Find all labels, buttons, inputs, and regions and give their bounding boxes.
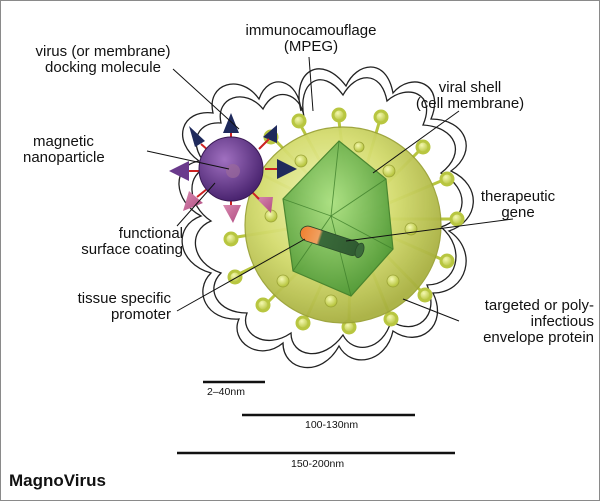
- figure-title: MagnoVirus: [9, 471, 106, 490]
- therapeutic-gene-cylinder: [299, 225, 365, 259]
- shell-surface-knobs: [264, 141, 418, 308]
- label-therapeutic-gene: therapeutic gene: [480, 188, 556, 221]
- label-tissue-specific-promoter: tissue specific promoter: [77, 290, 171, 323]
- label-envelope-protein: targeted or poly- infectious envelope pr…: [483, 297, 594, 346]
- magnetic-nanoparticle-group: [169, 113, 297, 223]
- immunocamouflage-outline: [178, 66, 474, 369]
- docking-arrows: [169, 113, 297, 223]
- label-viral-shell: viral shell (cell membrane): [415, 79, 525, 112]
- capsid: [282, 140, 394, 297]
- scale-label-small: 2–40nm: [207, 386, 245, 398]
- label-magnetic-nanoparticle: magnetic nanoparticle: [23, 133, 105, 166]
- label-immunocamouflage: immunocamouflage (MPEG): [245, 22, 377, 55]
- scale-label-large: 150-200nm: [291, 458, 345, 470]
- scale-bars: [177, 380, 455, 455]
- scale-label-medium: 100-130nm: [305, 419, 359, 431]
- leader-lines: [146, 56, 514, 322]
- label-docking-molecule: virus (or membrane) docking molecule: [35, 43, 171, 76]
- label-functional-surface-coating: functional surface coating: [81, 225, 183, 258]
- nanoparticle-core: [226, 164, 240, 178]
